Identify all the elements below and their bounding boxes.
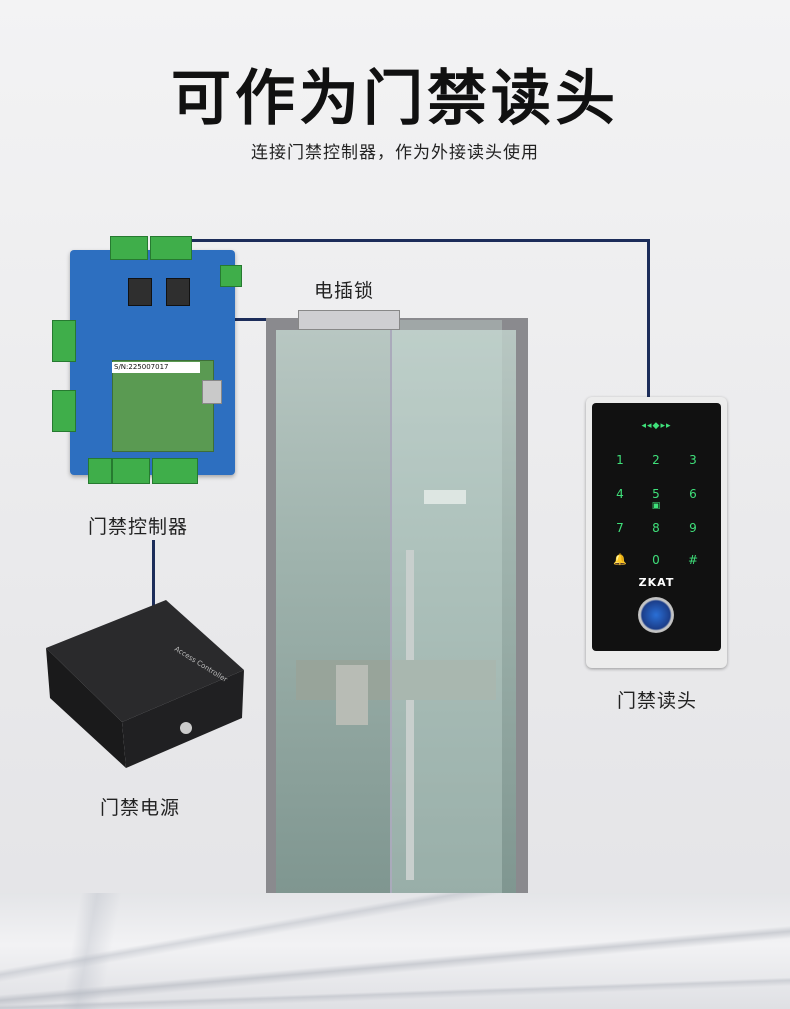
power-supply-box: Access Controller xyxy=(46,600,244,768)
terminal-block xyxy=(220,265,242,287)
terminal-block xyxy=(110,236,148,260)
wire-power xyxy=(152,540,155,615)
controller-board: S/N:225007017 xyxy=(52,236,242,484)
key-6[interactable]: 6 xyxy=(689,487,697,501)
reader-keypad-panel: ◂◂◆▸▸ 1 2 3 4 5 6 ▣ 7 8 9 🔔 0 # ZKAT xyxy=(592,403,721,651)
electric-lock xyxy=(298,310,400,330)
terminal-block xyxy=(88,458,112,484)
key-9[interactable]: 9 xyxy=(689,521,697,535)
glass-door xyxy=(276,330,516,895)
main-module xyxy=(112,360,214,452)
nfc-icon: ◂◂◆▸▸ xyxy=(641,421,672,431)
terminal-block xyxy=(52,390,76,432)
serial-label: S/N:225007017 xyxy=(112,362,200,373)
wire-right-vertical xyxy=(647,239,650,397)
marble-floor xyxy=(0,893,790,1009)
wire-lock xyxy=(228,318,300,321)
key-hash[interactable]: # xyxy=(687,553,699,567)
lock-keyhole-icon xyxy=(180,722,192,734)
key-4[interactable]: 4 xyxy=(616,487,624,501)
page-subtitle: 连接门禁控制器，作为外接读头使用 xyxy=(251,143,539,163)
terminal-block xyxy=(152,458,198,484)
door-glass-panel-open xyxy=(390,320,502,932)
card-icon: ▣ xyxy=(651,501,661,511)
relay xyxy=(128,278,152,306)
terminal-block xyxy=(52,320,76,362)
key-7[interactable]: 7 xyxy=(616,521,624,535)
door-handle xyxy=(406,550,414,880)
terminal-block xyxy=(150,236,192,260)
key-3[interactable]: 3 xyxy=(689,453,697,467)
ceiling-light xyxy=(424,490,466,504)
key-1[interactable]: 1 xyxy=(616,453,624,467)
label-power: 门禁电源 xyxy=(100,797,181,819)
key-8[interactable]: 8 xyxy=(652,521,660,535)
relay xyxy=(166,278,190,306)
office-chair xyxy=(336,665,368,725)
terminal-block xyxy=(112,458,150,484)
label-reader: 门禁读头 xyxy=(617,690,698,712)
network-port xyxy=(202,380,222,404)
fingerprint-sensor-icon[interactable] xyxy=(638,597,674,633)
card-reader: ◂◂◆▸▸ 1 2 3 4 5 6 ▣ 7 8 9 🔔 0 # ZKAT xyxy=(586,397,727,668)
office-desk xyxy=(296,660,496,700)
label-lock: 电插锁 xyxy=(314,280,375,302)
reader-brand: ZKAT xyxy=(638,576,675,589)
wire-top xyxy=(185,239,650,242)
bell-icon[interactable]: 🔔 xyxy=(613,553,627,566)
key-2[interactable]: 2 xyxy=(652,453,660,467)
label-controller: 门禁控制器 xyxy=(88,516,189,538)
key-0[interactable]: 0 xyxy=(652,553,660,567)
page-title: 可作为门禁读头 xyxy=(171,64,619,134)
key-5[interactable]: 5 xyxy=(652,487,660,501)
